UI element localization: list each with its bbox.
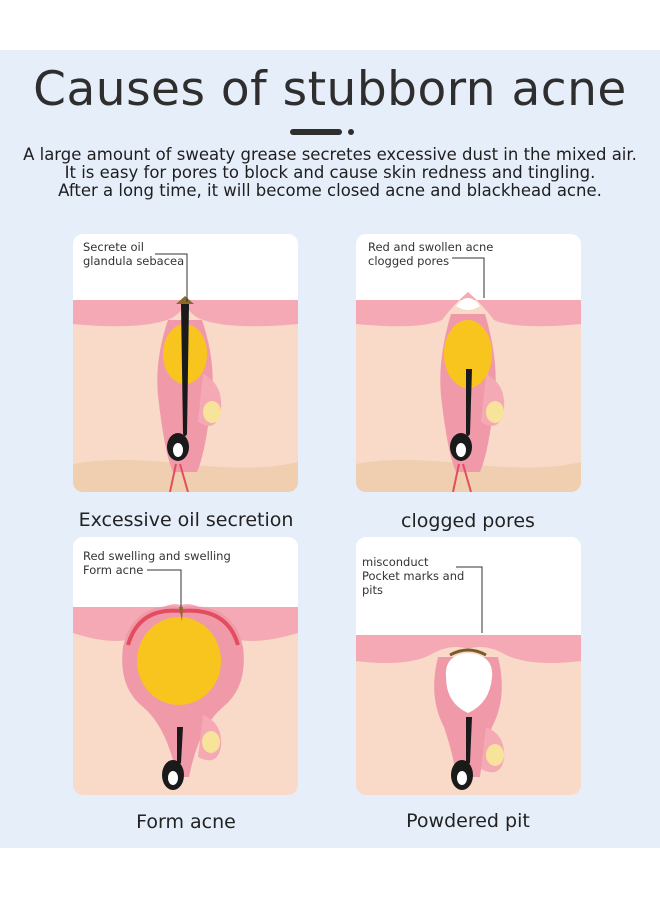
card-note: Secrete oil glandula sebacea	[83, 240, 184, 268]
caption-powdered-pit: Powdered pit	[406, 810, 530, 832]
note-line: Form acne	[83, 563, 144, 577]
intro-text: A large amount of sweaty grease secretes…	[0, 146, 660, 200]
skin-diagram-clogged	[356, 257, 581, 492]
divider-dot-icon	[348, 129, 354, 135]
card-note: Red and swollen acne clogged pores	[368, 240, 493, 268]
note-line: Red swelling and swelling	[83, 549, 231, 563]
note-line: misconduct	[362, 555, 429, 569]
note-line: Pocket marks and	[362, 569, 465, 583]
card-clogged-pores: Red and swollen acne clogged pores	[356, 234, 581, 492]
card-powdered-pit: misconduct Pocket marks and pits	[356, 537, 581, 795]
caption-form-acne: Form acne	[136, 811, 236, 833]
note-line: glandula sebacea	[83, 254, 185, 268]
caption-oil-secretion: Excessive oil secretion	[78, 509, 294, 531]
card-form-acne: Red swelling and swelling Form acne	[73, 537, 298, 795]
skin-diagram-oil	[73, 253, 298, 492]
card-oil-secretion: Secrete oil glandula sebacea	[73, 234, 298, 492]
note-line: clogged pores	[368, 254, 450, 268]
caption-clogged-pores: clogged pores	[401, 510, 535, 532]
divider-bar-icon	[290, 129, 342, 135]
card-note: misconduct Pocket marks and pits	[362, 555, 464, 597]
note-line: Secrete oil	[83, 240, 144, 254]
skin-diagram-powdered-pit	[356, 566, 581, 795]
page-title: Causes of stubborn acne	[33, 62, 627, 117]
title-divider	[290, 129, 360, 135]
note-line: Red and swollen acne	[368, 240, 494, 254]
skin-diagram-form-acne	[73, 569, 298, 795]
intro-line: After a long time, it will become closed…	[58, 181, 602, 200]
intro-line: It is easy for pores to block and cause …	[64, 163, 596, 182]
intro-line: A large amount of sweaty grease secretes…	[23, 145, 637, 164]
note-line: pits	[362, 583, 383, 597]
card-note: Red swelling and swelling Form acne	[83, 549, 231, 577]
